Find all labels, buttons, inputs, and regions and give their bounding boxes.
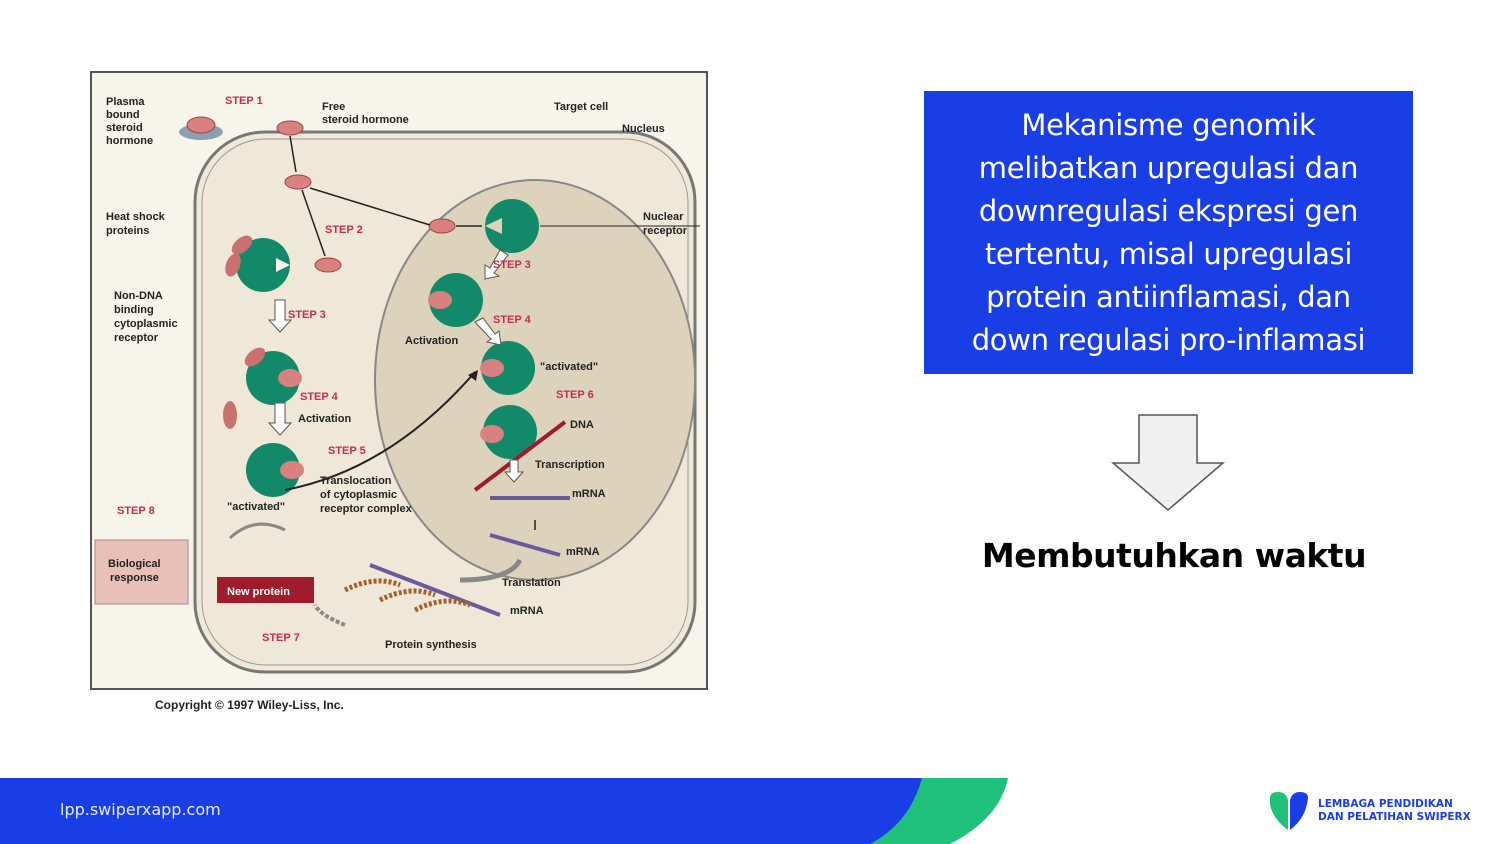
copyright-label: Copyright © 1997 Wiley-Liss, Inc. — [155, 698, 344, 712]
step4-right-label: STEP 4 — [493, 314, 532, 326]
step1-label: STEP 1 — [225, 95, 263, 107]
logo-line-2: DAN PELATIHAN SWIPERX — [1318, 811, 1471, 823]
cytoplasmic-receptor-hsp — [225, 235, 290, 292]
activated-right-label: "activated" — [540, 361, 598, 373]
new-protein-box — [217, 577, 314, 603]
info-line-1: Mekanisme genomik — [1021, 107, 1316, 142]
step6-label: STEP 6 — [556, 389, 594, 401]
dna-label: DNA — [570, 419, 594, 431]
mrna-translation — [369, 563, 501, 617]
biological-response-box — [94, 539, 189, 605]
swiperx-logo — [1270, 792, 1308, 830]
info-box: Mekanisme genomik melibatkan upregulasi … — [924, 91, 1413, 374]
receptor-dna-bound — [480, 405, 537, 459]
activation-left-label: Activation — [298, 413, 351, 425]
mrna-label-3: mRNA — [510, 605, 544, 617]
mrna-label-2: mRNA — [566, 546, 600, 558]
nuclear-receptor — [485, 199, 539, 253]
footer-banner — [0, 778, 1008, 844]
step8-label: STEP 8 — [117, 505, 155, 517]
target-cell-label: Target cell — [554, 101, 608, 113]
released-hsp — [223, 401, 237, 429]
protein-chains — [343, 578, 471, 613]
new-protein-label: New protein — [227, 586, 290, 598]
dna-strand — [473, 420, 567, 492]
bound-hormone — [186, 116, 216, 134]
step4-left-label: STEP 4 — [300, 391, 339, 403]
process-arrows — [267, 249, 525, 483]
activated-left-label: "activated" — [227, 501, 285, 513]
receptor-activated-left — [246, 443, 304, 497]
transcription-label: Transcription — [535, 459, 605, 471]
translocation-arrow — [284, 371, 476, 491]
mrna-cytoplasm — [489, 533, 561, 557]
receptor-activated-right — [480, 341, 535, 395]
step3-left-label: STEP 3 — [288, 309, 326, 321]
info-text: Mekanisme genomik melibatkan upregulasi … — [972, 104, 1366, 362]
info-line-6: down regulasi pro-inflamasi — [971, 322, 1366, 357]
info-line-2: melibatkan upregulasi dan — [978, 150, 1359, 185]
nucleus-label: Nucleus — [622, 123, 665, 135]
hormone-step2-cyto — [314, 257, 342, 273]
step5-label: STEP 5 — [328, 445, 366, 457]
step7-label: STEP 7 — [262, 632, 300, 644]
step2-label: STEP 2 — [325, 224, 363, 236]
info-line-5: protein antiinflamasi, dan — [986, 279, 1351, 314]
step3-right-label: STEP 3 — [493, 259, 531, 271]
free-hormone — [276, 120, 304, 136]
down-arrow-icon — [1110, 414, 1226, 511]
receptor-activation-right — [428, 273, 483, 327]
logo-line-1: LEMBAGA PENDIDIKAN — [1318, 798, 1453, 810]
info-line-3: downregulasi ekspresi gen — [978, 193, 1359, 228]
free-hormone-cytoplasm — [284, 174, 312, 190]
protein-synthesis-label: Protein synthesis — [385, 639, 477, 651]
hormone-step2-nuclear — [428, 218, 456, 234]
logo-text: LEMBAGA PENDIDIKAN DAN PELATIHAN SWIPERX — [1318, 798, 1471, 824]
mrna-label-1: mRNA — [572, 488, 606, 500]
footer-url[interactable]: lpp.swiperxapp.com — [60, 800, 221, 819]
translation-label: Translation — [502, 577, 561, 589]
info-line-4: tertentu, misal upregulasi — [984, 236, 1353, 271]
receptor-step3-left — [244, 347, 302, 405]
conclusion-text: Membutuhkan waktu — [981, 536, 1367, 575]
activation-right-label: Activation — [405, 335, 458, 347]
